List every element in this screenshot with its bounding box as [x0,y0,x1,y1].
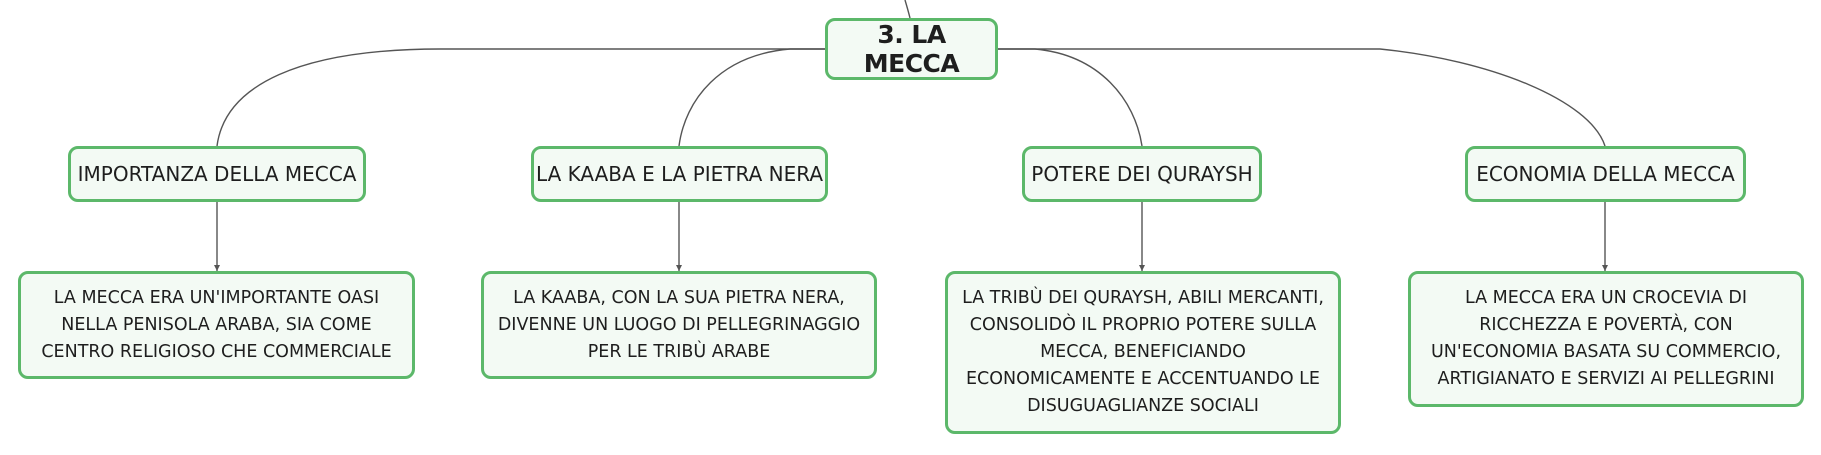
detail-node-kaaba[interactable]: LA KAABA, CON LA SUA PIETRA NERA, DIVENN… [481,271,877,379]
topic-label: POTERE DEI QURAYSH [1031,162,1253,186]
topic-label: ECONOMIA DELLA MECCA [1476,162,1735,186]
detail-text: LA MECCA ERA UN CROCEVIA DI RICCHEZZA E … [1430,288,1782,389]
connector-root-topic-1 [216,48,825,147]
topic-node-economia[interactable]: ECONOMIA DELLA MECCA [1465,146,1746,202]
root-node[interactable]: 3. LA MECCA [825,18,998,80]
connector-root-topic-3 [998,48,1143,147]
arrowhead-topic-3 [1139,265,1145,271]
topic-label: IMPORTANZA DELLA MECCA [77,162,357,186]
topic-node-importanza[interactable]: IMPORTANZA DELLA MECCA [68,146,366,202]
connector-parent [904,0,911,19]
topic-node-quraysh[interactable]: POTERE DEI QURAYSH [1022,146,1262,202]
topic-node-kaaba[interactable]: LA KAABA E LA PIETRA NERA [531,146,828,202]
detail-text: LA KAABA, CON LA SUA PIETRA NERA, DIVENN… [497,287,861,362]
topic-label: LA KAABA E LA PIETRA NERA [535,162,824,186]
arrowhead-topic-1 [214,265,220,271]
arrowhead-topic-2 [676,265,682,271]
connector-root-topic-2 [678,48,825,147]
detail-node-importanza[interactable]: LA MECCA ERA UN'IMPORTANTE OASI NELLA PE… [18,271,415,379]
root-label: 3. LA MECCA [863,20,960,78]
detail-text: LA MECCA ERA UN'IMPORTANTE OASI NELLA PE… [41,287,392,362]
arrowhead-topic-4 [1602,265,1608,271]
detail-text: LA TRIBÙ DEI QURAYSH, ABILI MERCANTI, CO… [962,288,1324,416]
detail-node-quraysh[interactable]: LA TRIBÙ DEI QURAYSH, ABILI MERCANTI, CO… [945,271,1341,434]
detail-node-economia[interactable]: LA MECCA ERA UN CROCEVIA DI RICCHEZZA E … [1408,271,1804,407]
connector-root-topic-4 [998,48,1606,147]
